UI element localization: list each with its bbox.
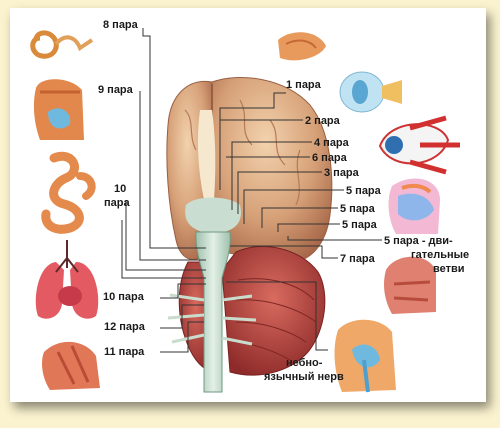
label-2-pair: 2 пара [305, 115, 341, 127]
label-5-pair-motor-line1: 5 пара - дви- [384, 235, 453, 247]
label-8-pair: 8 пара [103, 19, 139, 31]
label-6-pair: 6 пара [312, 152, 348, 164]
label-1-pair: 1 пара [286, 79, 322, 91]
label-4-pair: 4 пара [314, 137, 350, 149]
label-10-pair-b: 10 пара [103, 291, 145, 303]
lungs-heart-illustration [36, 240, 98, 319]
label-5-pair-c: 5 пара [342, 219, 378, 231]
face-muscles-illustration [384, 257, 436, 314]
neck-muscles-illustration [42, 342, 100, 390]
head-section-upper-left [34, 79, 84, 140]
label-11-pair: 11 пара [104, 346, 145, 358]
eyeball-muscles-illustration [380, 118, 460, 172]
label-3-pair: 3 пара [324, 167, 360, 179]
ear-illustration [33, 33, 92, 56]
intestine-illustration [46, 156, 92, 229]
face-sensory-illustration [389, 178, 440, 234]
label-12-pair: 12 пара [104, 321, 146, 333]
brain [167, 77, 332, 262]
label-10-pair-a-line2: пара [104, 197, 130, 209]
label-glossopalatine-line1: небно- [286, 357, 323, 369]
label-5-pair-motor-line3: ветви [433, 263, 465, 275]
nose-illustration [278, 32, 326, 60]
label-7-pair: 7 пара [340, 253, 376, 265]
label-9-pair: 9 пара [98, 84, 134, 96]
label-10-pair-a-line1: 10 [114, 183, 126, 195]
label-5-pair-b: 5 пара [340, 203, 376, 215]
label-5-pair-a: 5 пара [346, 185, 382, 197]
eye-illustration [340, 72, 402, 112]
label-glossopalatine-line2: язычный нерв [264, 371, 344, 383]
label-5-pair-motor-line2: гательные [411, 249, 469, 261]
